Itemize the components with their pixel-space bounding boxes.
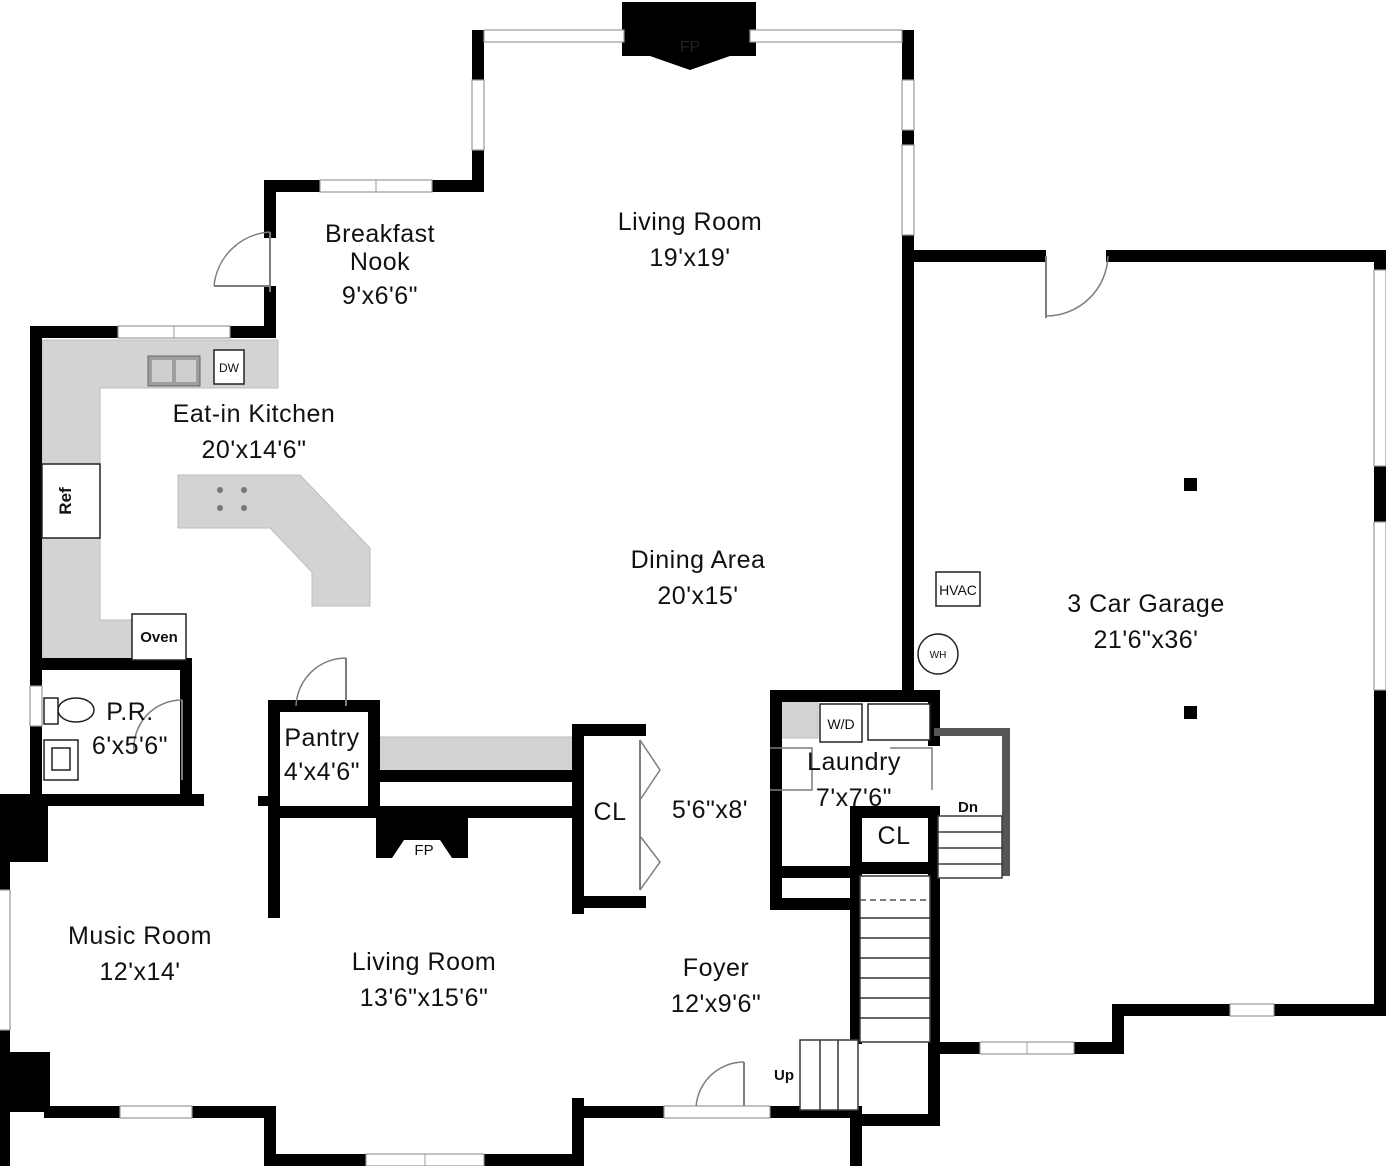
closet-laundry-name: CL — [878, 822, 911, 850]
oven-label: Oven — [140, 629, 178, 646]
garage-size: 21'6"x36' — [1094, 626, 1199, 654]
breakfast-nook-size: 9'x6'6" — [342, 282, 418, 310]
foyer-size: 12'x9'6" — [671, 990, 762, 1018]
refrigerator-icon — [41, 463, 101, 539]
water-heater-label: WH — [930, 650, 947, 661]
powder-room-name: P.R. — [106, 698, 153, 726]
fireplace-lower-label: FP — [414, 842, 433, 859]
post-icon — [1184, 478, 1197, 491]
refrigerator-label: Ref — [56, 487, 75, 515]
stairs — [799, 815, 1003, 1111]
music-room-name: Music Room — [68, 922, 212, 950]
pantry-name: Pantry — [284, 724, 359, 752]
kitchen-name: Eat-in Kitchen — [173, 400, 336, 428]
laundry-size: 7'x7'6" — [816, 784, 892, 812]
oven-icon — [131, 613, 187, 661]
breakfast-nook-name-2: Nook — [350, 248, 410, 276]
foyer-name: Foyer — [683, 954, 749, 982]
hall-counter — [375, 736, 577, 774]
pantry-size: 4'x4'6" — [284, 758, 360, 786]
kitchen-size: 20'x14'6" — [202, 436, 307, 464]
living-room-lower-name: Living Room — [352, 948, 496, 976]
fixtures — [41, 349, 1197, 781]
living-room-upper-size: 19'x19' — [649, 244, 730, 272]
fireplace-lower-shape — [376, 818, 468, 858]
washer-dryer-icon — [819, 703, 863, 743]
cooktop-icon — [210, 480, 254, 516]
stairs-up-label: Up — [774, 1067, 794, 1084]
post-icon — [1184, 706, 1197, 719]
water-heater-icon — [917, 633, 959, 675]
hvac-icon — [935, 571, 981, 607]
dining-size: 20'x15' — [657, 582, 738, 610]
toilet-icon — [57, 697, 95, 723]
stairs-down-label: Dn — [958, 799, 978, 816]
laundry-name: Laundry — [807, 748, 901, 776]
dishwasher-label: DW — [219, 361, 240, 375]
utility-sink-icon — [867, 703, 931, 741]
garage-name: 3 Car Garage — [1067, 590, 1224, 618]
powder-room-size: 6'x5'6" — [92, 732, 168, 760]
kitchen-island — [177, 474, 371, 607]
living-room-upper-name: Living Room — [618, 208, 762, 236]
hvac-label: HVAC — [939, 582, 977, 598]
fireplace-upper-label: FP — [680, 39, 700, 56]
laundry-counter — [779, 699, 819, 739]
labels: FP Living Room 19'x19' Breakfast Nook 9'… — [56, 39, 1224, 1084]
doors — [133, 231, 1109, 1119]
dining-name: Dining Area — [631, 546, 766, 574]
windows — [0, 29, 1386, 1166]
music-room-size: 12'x14' — [99, 958, 180, 986]
closet-center-size: 5'6"x8' — [672, 796, 748, 824]
washer-dryer-label: W/D — [827, 716, 854, 732]
breakfast-nook-name-1: Breakfast — [325, 220, 435, 248]
living-room-lower-size: 13'6"x15'6" — [360, 984, 489, 1012]
dishwasher-icon — [213, 349, 245, 385]
fireplace-upper-shape — [622, 2, 756, 70]
closet-center-name: CL — [594, 798, 627, 826]
